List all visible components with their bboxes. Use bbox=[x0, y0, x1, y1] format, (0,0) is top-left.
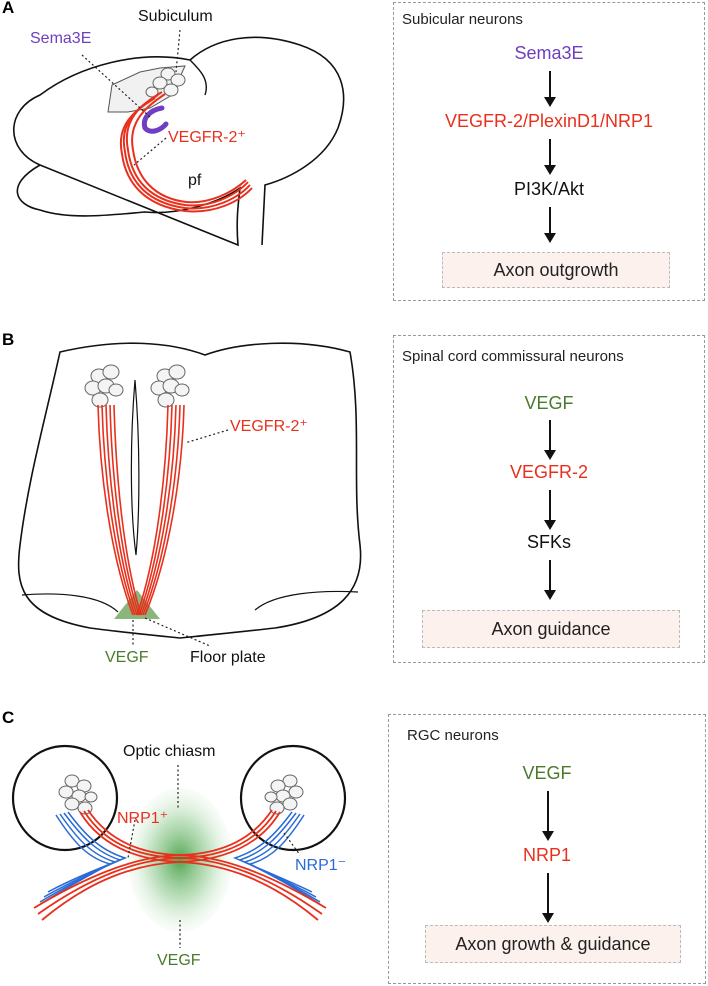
fornix-axons bbox=[119, 91, 253, 213]
panel-b-pathway-box: Spinal cord commissural neurons VEGF VEG… bbox=[393, 335, 705, 663]
panel-a-pathway-box: Subicular neurons Sema3E VEGFR-2/PlexinD… bbox=[393, 2, 705, 301]
panel-a-step-sema3e: Sema3E bbox=[514, 43, 584, 63]
right-eye bbox=[239, 744, 347, 852]
nrp1-neg-leader bbox=[283, 832, 301, 856]
vegf-b-label: VEGF bbox=[105, 649, 149, 666]
rgc-neurons-left bbox=[58, 774, 98, 815]
sema3e-region bbox=[141, 105, 169, 134]
panel-a-box-title: Subicular neurons bbox=[402, 11, 523, 28]
panel-a-arrow-3 bbox=[544, 207, 556, 243]
sema3e-label: Sema3E bbox=[30, 30, 92, 47]
subiculum-label: Subiculum bbox=[138, 8, 213, 25]
vegfr2-a-leader bbox=[133, 137, 167, 166]
panel-c-letter: C bbox=[2, 708, 15, 727]
nrp1-positive-axons bbox=[33, 809, 327, 921]
panel-c-outcome: Axon growth & guidance bbox=[425, 925, 681, 963]
brain-inner-fold bbox=[189, 59, 207, 96]
panel-a-outcome: Axon outgrowth bbox=[442, 252, 670, 288]
spinal-cord-outline bbox=[17, 342, 362, 639]
panel-b-step-vegf: VEGF bbox=[524, 393, 574, 413]
panel-b-arrow-3 bbox=[544, 560, 556, 600]
subicular-neurons bbox=[145, 67, 186, 98]
ventral-horn-lines bbox=[21, 590, 359, 613]
panel-b-letter: B bbox=[2, 330, 15, 349]
subiculum-region bbox=[107, 65, 186, 113]
panel-a-step-pi3k: PI3K/Akt bbox=[513, 179, 585, 199]
optic-chiasm-label: Optic chiasm bbox=[123, 743, 216, 760]
panel-c-step-nrp1: NRP1 bbox=[522, 845, 571, 865]
floor-plate-label: Floor plate bbox=[190, 649, 266, 666]
panel-c-arrow-2 bbox=[542, 873, 554, 923]
panel-a-letter: A bbox=[2, 0, 15, 17]
panel-b-step-vegfr2: VEGFR-2 bbox=[509, 462, 588, 482]
vegfr2-a-label: VEGFR-2⁺ bbox=[168, 129, 246, 146]
subiculum-leader bbox=[175, 29, 181, 73]
panel-c-box-title: RGC neurons bbox=[407, 727, 499, 744]
panel-c-arrow-1 bbox=[542, 791, 554, 841]
panel-b-step-sfks: SFKs bbox=[526, 532, 571, 552]
commissural-neurons-right bbox=[150, 364, 190, 408]
nrp1-positive-label: NRP1⁺ bbox=[117, 810, 169, 827]
sema3e-leader bbox=[81, 54, 151, 118]
panel-b-arrow-1 bbox=[544, 420, 556, 460]
nrp1-negative-axons bbox=[35, 811, 325, 908]
floor-plate-leader bbox=[144, 617, 211, 647]
pf-label: pf bbox=[188, 172, 202, 189]
nrp1-negative-label: NRP1⁻ bbox=[295, 857, 347, 874]
central-canal bbox=[130, 379, 140, 556]
panel-a-arrow-2 bbox=[544, 139, 556, 175]
panel-c-pathway-box: RGC neurons VEGF NRP1 Axon growth & guid… bbox=[388, 714, 706, 984]
panel-b-box-title: Spinal cord commissural neurons bbox=[402, 348, 624, 365]
rgc-neurons-right bbox=[264, 774, 304, 815]
vegfr2-b-leader bbox=[184, 429, 229, 444]
panel-c-step-vegf: VEGF bbox=[522, 763, 572, 783]
left-eye bbox=[11, 744, 119, 852]
vegfr2-b-label: VEGFR-2⁺ bbox=[230, 418, 308, 435]
panel-b-outcome: Axon guidance bbox=[422, 610, 680, 648]
vegf-c-label: VEGF bbox=[157, 952, 201, 969]
commissural-axons bbox=[97, 404, 185, 616]
floor-plate bbox=[114, 590, 160, 619]
panel-a-arrow-1 bbox=[544, 71, 556, 107]
panel-b-arrow-2 bbox=[544, 490, 556, 530]
commissural-neurons-left bbox=[84, 364, 124, 408]
panel-a-step-receptors: VEGFR-2/PlexinD1/NRP1 bbox=[444, 111, 654, 131]
